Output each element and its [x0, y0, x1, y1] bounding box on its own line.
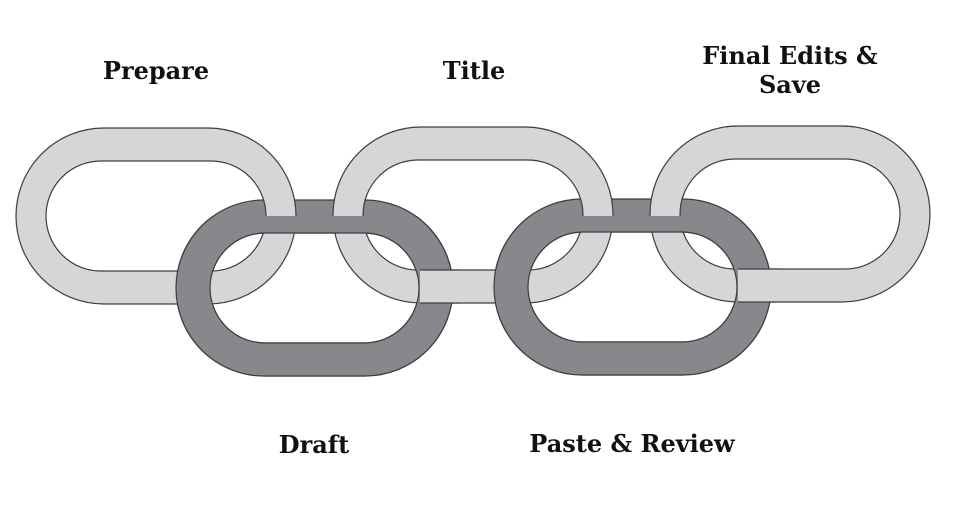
step-label-final-edits-save: Final Edits & Save: [702, 41, 878, 99]
step-label-title: Title: [442, 56, 506, 85]
step-label-paste-review: Paste & Review: [529, 429, 735, 458]
step-label-draft: Draft: [278, 430, 350, 459]
step-label-prepare: Prepare: [102, 56, 210, 85]
